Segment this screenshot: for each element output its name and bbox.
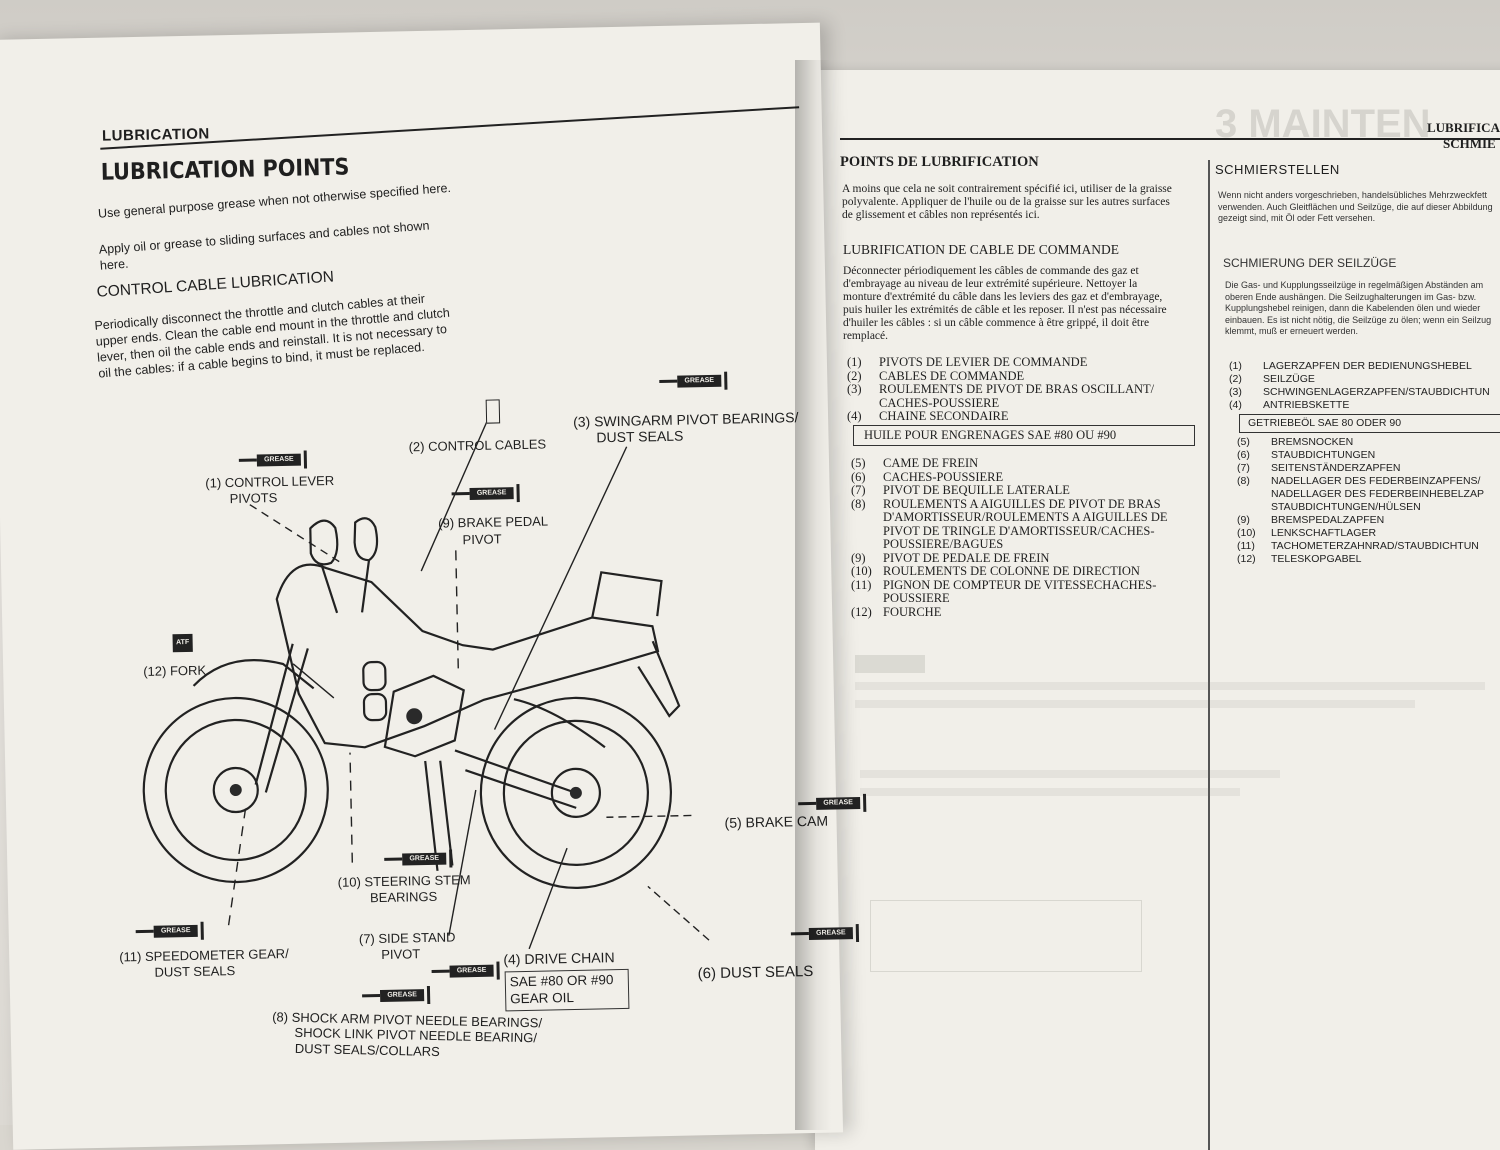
fr-list-item: (11)PIGNON DE COMPTEUR DE VITESSECHACHES… xyxy=(851,577,1157,592)
right-header-top: LUBRIFICA xyxy=(1427,120,1500,135)
label-steering-stem: (10) STEERING STEM xyxy=(337,872,471,890)
drive-chain-oil-box: SAE #80 OR #90 GEAR OIL xyxy=(504,968,630,1012)
de-list-item: NADELLAGER DES FEDERBEINHEBELZAP xyxy=(1271,488,1484,500)
label-control-lever: (1) CONTROL LEVER xyxy=(205,472,335,491)
fr-list-b: (5)CAME DE FREIN (6)CACHES-POUSSIERE (7)… xyxy=(851,456,1168,619)
grease-icon: GREASE xyxy=(153,924,198,938)
label-steering-stem-b: BEARINGS xyxy=(369,888,438,906)
de-list-item: (9)BREMSPEDALZAPFEN xyxy=(1237,514,1385,526)
fr-list-item: PIVOT DE TRINGLE D'AMORTISSEUR/CACHES- xyxy=(883,523,1155,538)
de-list-item: (11)TACHOMETERZAHNRAD/STAUBDICHTUN xyxy=(1237,540,1479,552)
fr-list-item: (2)CABLES DE COMMANDE xyxy=(847,368,1025,383)
show-through-line xyxy=(855,700,1415,708)
show-through-line xyxy=(860,770,1280,778)
fr-list-item: (1)PIVOTS DE LEVIER DE COMMANDE xyxy=(847,355,1088,369)
label-side-stand: (7) SIDE STAND xyxy=(358,929,456,947)
fr-list-a: (1)PIVOTS DE LEVIER DE COMMANDE (2)CABLE… xyxy=(847,355,1155,424)
show-through-line xyxy=(860,788,1240,796)
de-list-item: (6)STAUBDICHTUNGEN xyxy=(1237,449,1376,461)
grease-icon: GREASE xyxy=(469,487,514,501)
show-through-table xyxy=(870,900,1142,972)
fr-list-item: (6)CACHES-POUSSIERE xyxy=(851,469,1004,484)
column-divider xyxy=(1208,160,1210,1150)
de-list-item: (4)ANTRIEBSKETTE xyxy=(1229,399,1350,411)
de-oil-box: GETRIEBEÖL SAE 80 ODER 90 xyxy=(1239,414,1500,433)
fr-list-item: (9)PIVOT DE PEDALE DE FREIN xyxy=(851,550,1050,565)
label-control-cables: (2) CONTROL CABLES xyxy=(408,436,547,455)
motorcycle-illustration xyxy=(142,517,681,889)
fr-list-item: (10)ROULEMENTS DE COLONNE DE DIRECTION xyxy=(851,564,1140,578)
fr-intro: A moins que cela ne soit contrairement s… xyxy=(842,183,1172,221)
fr-list-item: (7)PIVOT DE BEQUILLE LATERALE xyxy=(851,483,1070,497)
fr-title: POINTS DE LUBRIFICATION xyxy=(840,154,1039,170)
book-gutter-shadow xyxy=(795,60,831,1130)
grease-icon: GREASE xyxy=(677,374,722,388)
show-through-line xyxy=(855,682,1485,690)
label-control-lever-b: PIVOTS xyxy=(229,490,278,507)
grease-icon: GREASE xyxy=(379,989,425,1003)
fr-list-item: CACHES-POUSSIERE xyxy=(879,395,1000,410)
de-subhead: SCHMIERUNG DER SEILZÜGE xyxy=(1223,256,1397,270)
de-list-item: (10)LENKSCHAFTLAGER xyxy=(1237,527,1377,539)
label-swingarm-b: DUST SEALS xyxy=(596,427,684,446)
de-intro: Wenn nicht anders vorgeschrieben, handel… xyxy=(1218,190,1493,223)
de-list-b: (5)BREMSNOCKEN (6)STAUBDICHTUNGEN (7)SEI… xyxy=(1237,436,1484,566)
de-title: SCHMIERSTELLEN xyxy=(1215,162,1340,177)
oil-box-line-2: GEAR OIL xyxy=(510,989,575,1007)
grease-icon: GREASE xyxy=(402,852,447,866)
fr-list-item: (8)ROULEMENTS A AIGUILLES DE PIVOT DE BR… xyxy=(851,496,1161,511)
oil-box-line-1: SAE #80 OR #90 xyxy=(509,972,614,990)
de-list-item: (12)TELESKOPGABEL xyxy=(1237,553,1362,565)
label-speedometer-b: DUST SEALS xyxy=(154,963,236,980)
fr-paragraph: Déconnecter périodiquement les câbles de… xyxy=(843,265,1167,342)
left-page: LUBRICATION LUBRICATION POINTS Use gener… xyxy=(0,22,861,1150)
label-side-stand-b: PIVOT xyxy=(381,946,421,963)
grease-icon: GREASE xyxy=(449,964,494,978)
fr-list-item: (4)CHAINE SECONDAIRE xyxy=(847,409,1009,423)
label-brake-pedal: (9) BRAKE PEDAL xyxy=(438,513,549,531)
fr-list-item: (3)ROULEMENTS DE PIVOT DE BRAS OSCILLANT… xyxy=(847,382,1155,396)
oil-can-icon xyxy=(485,399,501,424)
atf-icon: ATF xyxy=(172,633,193,653)
de-list-item: (2)SEILZÜGE xyxy=(1229,373,1315,385)
fr-list-item: POUSSIERE xyxy=(883,591,950,605)
header-rule xyxy=(840,138,1500,140)
fr-list-item: POUSSIERE/BAGUES xyxy=(883,537,1004,551)
fr-oil-box: HUILE POUR ENGRENAGES SAE #80 OU #90 xyxy=(853,425,1195,446)
de-list-item: (1)LAGERZAPFEN DER BEDIENUNGSHEBEL xyxy=(1229,360,1472,372)
label-drive-chain: (4) DRIVE CHAIN xyxy=(503,949,615,968)
show-through-ghost-text: 3 MAINTEN xyxy=(1215,102,1431,146)
de-list-item: (5)BREMSNOCKEN xyxy=(1237,436,1354,448)
fr-list-item: (12)FOURCHE xyxy=(851,604,942,619)
fr-list-item: (5)CAME DE FREIN xyxy=(851,456,979,470)
fr-list-item: D'AMORTISSEUR/ROULEMENTS A AIGUILLES DE xyxy=(883,510,1168,524)
label-fork: (12) FORK xyxy=(143,662,207,679)
leader-lines xyxy=(227,414,710,950)
label-brake-pedal-b: PIVOT xyxy=(462,531,502,548)
grease-icon: GREASE xyxy=(256,453,301,467)
de-list-item: (8)NADELLAGER DES FEDERBEINZAPFENS/ xyxy=(1237,475,1481,487)
fr-subhead: LUBRIFICATION DE CABLE DE COMMANDE xyxy=(843,242,1119,257)
de-list-item: (3)SCHWINGENLAGERZAPFEN/STAUBDICHTUN xyxy=(1229,386,1490,398)
show-through-block xyxy=(855,655,925,673)
de-paragraph: Die Gas- und Kupplungsseilzüge in regelm… xyxy=(1225,280,1492,336)
de-list-item: (7)SEITENSTÄNDERZAPFEN xyxy=(1237,462,1401,474)
right-page: 3 MAINTEN LUBRIFICA SCHMIE POINTS DE LUB… xyxy=(815,70,1500,1150)
label-shock-arm-c: DUST SEALS/COLLARS xyxy=(294,1040,440,1060)
de-list-a: (1)LAGERZAPFEN DER BEDIENUNGSHEBEL (2)SE… xyxy=(1229,360,1490,412)
de-list-item: STAUBDICHTUNGEN/HÜLSEN xyxy=(1271,501,1421,513)
